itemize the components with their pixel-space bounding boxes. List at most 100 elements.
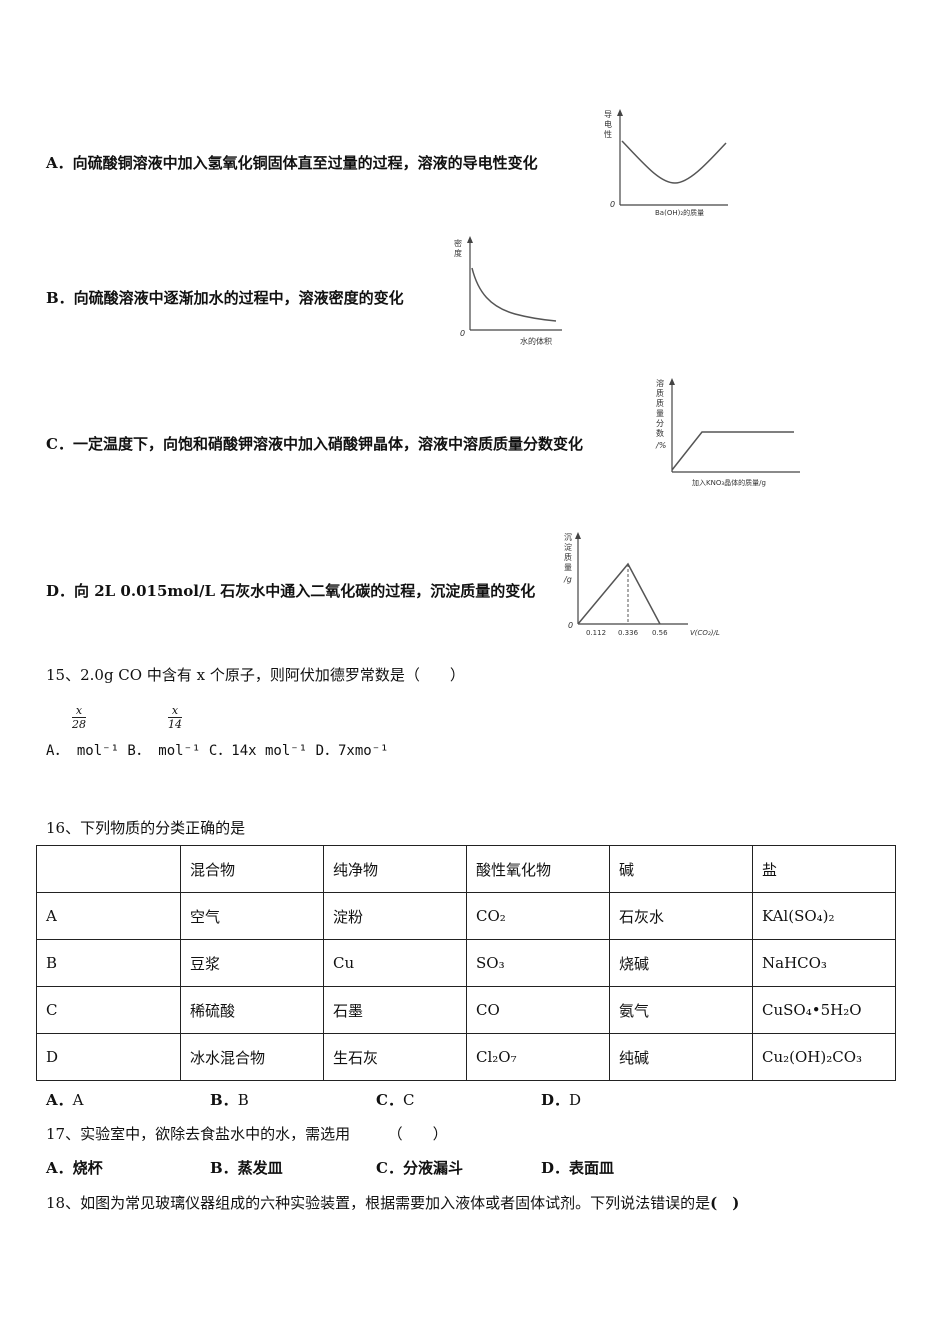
- table-cell: NaHCO₃: [752, 939, 896, 987]
- answer-label: D．: [541, 1091, 570, 1109]
- precipitate-line: [577, 562, 661, 625]
- table-row: B 豆浆 Cu SO₃ 烧碱 NaHCO₃: [36, 939, 896, 987]
- table-cell: SO₃: [466, 939, 610, 987]
- table-cell: 烧碱: [609, 939, 753, 987]
- q17-answer-a: A．烧杯: [46, 1159, 103, 1177]
- q18-stem-text: 18、如图为常见玻璃仪器组成的六种实验装置，根据需要加入液体或者固体试剂。下列说…: [46, 1194, 711, 1212]
- graph-d-ylabel-5: /g: [563, 575, 572, 584]
- graph-d-tick-2: 0.336: [618, 629, 639, 637]
- fraction-a-denominator: 28: [72, 718, 86, 731]
- q17-answer-b: B．蒸发皿: [210, 1159, 283, 1177]
- option-c-text: C．一定温度下，向饱和硝酸钾溶液中加入硝酸钾晶体，溶液中溶质质量分数变化: [46, 435, 583, 453]
- y-axis-arrow: [617, 109, 623, 116]
- y-axis-arrow: [467, 236, 473, 243]
- option-d-text: D．向 2L 0.015mol/L 石灰水中通入二氧化碳的过程，沉淀质量的变化: [46, 582, 536, 600]
- table-header-cell: 混合物: [180, 845, 324, 893]
- density-graph: 密 度 0 水的体积: [454, 236, 562, 346]
- table-cell: 空气: [180, 892, 324, 940]
- table-header-row: 混合物 纯净物 酸性氧化物 碱 盐: [36, 845, 896, 893]
- classification-table: 混合物 纯净物 酸性氧化物 碱 盐 A 空气 淀粉 CO₂ 石灰水 KAl(SO…: [36, 845, 896, 1081]
- table-cell: Cl₂O₇: [466, 1033, 610, 1081]
- table-cell: 氨气: [609, 986, 753, 1034]
- graph-b-origin: 0: [460, 329, 465, 338]
- q16-answer-d: D．D: [541, 1089, 581, 1110]
- table-cell: CO: [466, 986, 610, 1034]
- table-cell: 淀粉: [323, 892, 467, 940]
- graph-d-xlabel: V(CO₂)/L: [690, 629, 720, 637]
- table-cell: 纯碱: [609, 1033, 753, 1081]
- answer-label: A．: [46, 1091, 73, 1109]
- q17-answer-d: D．表面皿: [541, 1159, 615, 1177]
- graph-d-tick-3: 0.56: [652, 629, 668, 637]
- table-cell: 石灰水: [609, 892, 753, 940]
- q15-choices: A． mol⁻¹ B． mol⁻¹ C．14x mol⁻¹ D．7xmo⁻¹: [46, 743, 389, 759]
- graph-d-ylabel-2: 淀: [564, 542, 572, 552]
- table-cell: 豆浆: [180, 939, 324, 987]
- graph-c-ylabel-3: 质: [656, 398, 664, 408]
- table-cell: 冰水混合物: [180, 1033, 324, 1081]
- y-axis-arrow: [669, 378, 675, 385]
- table-cell: 稀硫酸: [180, 986, 324, 1034]
- fraction-a-numerator: x: [72, 704, 86, 718]
- graph-c-ylabel-6: 数: [656, 428, 664, 438]
- graph-b-ylabel-2: 度: [454, 248, 462, 258]
- table-cell: CuSO₄•5H₂O: [752, 986, 896, 1034]
- table-row: D 冰水混合物 生石灰 Cl₂O₇ 纯碱 Cu₂(OH)₂CO₃: [36, 1033, 896, 1081]
- q16-stem: 16、下列物质的分类正确的是: [46, 819, 246, 837]
- graph-d-tick-1: 0.112: [586, 629, 606, 637]
- answer-label: C．: [376, 1091, 403, 1109]
- q16-answer-c: C．C: [376, 1089, 414, 1110]
- graph-b-ylabel-1: 密: [454, 238, 462, 248]
- graph-c-ylabel-4: 量: [656, 409, 664, 418]
- table-row: C 稀硫酸 石墨 CO 氨气 CuSO₄•5H₂O: [36, 986, 896, 1034]
- graph-c-ylabel-1: 溶: [656, 378, 664, 388]
- q18-stem: 18、如图为常见玻璃仪器组成的六种实验装置，根据需要加入液体或者固体试剂。下列说…: [46, 1192, 739, 1213]
- graph-d-origin: 0: [568, 621, 573, 630]
- mass-fraction-line: [671, 431, 794, 471]
- graph-a-ylabel-2: 电: [604, 119, 612, 129]
- table-cell: KAl(SO₄)₂: [752, 892, 896, 940]
- graph-a-ylabel-1: 导: [604, 110, 612, 119]
- fraction-b-denominator: 14: [168, 718, 182, 731]
- table-cell: B: [36, 939, 181, 987]
- graph-d-ylabel-4: 量: [564, 563, 572, 572]
- graph-a-origin: 0: [610, 200, 615, 209]
- table-cell: 石墨: [323, 986, 467, 1034]
- table-cell: 生石灰: [323, 1033, 467, 1081]
- y-axis-arrow: [575, 532, 581, 539]
- q15-fraction-b: x 14: [168, 704, 182, 731]
- conductivity-curve: [621, 140, 727, 184]
- conductivity-graph: 导 电 性 0 Ba(OH)₂的质量: [604, 109, 728, 217]
- q16-answer-a: A．A: [46, 1089, 83, 1110]
- answer-value: D: [569, 1091, 582, 1109]
- graph-c-ylabel-5: 分: [656, 419, 664, 428]
- q18-stem-bracket: ( ): [710, 1194, 740, 1212]
- answer-value: B: [237, 1091, 249, 1109]
- graph-d-ylabel-1: 沉: [564, 533, 572, 542]
- mass-fraction-graph: 溶 质 质 量 分 数 /% 加入KNO₃晶体的质量/g: [655, 378, 800, 487]
- density-curve: [471, 267, 557, 322]
- answer-value: C: [402, 1091, 415, 1109]
- graph-b-xlabel: 水的体积: [520, 336, 552, 346]
- option-b-text: B．向硫酸溶液中逐渐加水的过程中，溶液密度的变化: [46, 289, 404, 307]
- table-cell: D: [36, 1033, 181, 1081]
- q15-stem: 15、2.0g CO 中含有 x 个原子，则阿伏加德罗常数是（ ）: [46, 666, 465, 684]
- table-cell: A: [36, 892, 181, 940]
- q15-fraction-a: x 28: [72, 704, 86, 731]
- table-cell: C: [36, 986, 181, 1034]
- table-cell: Cu: [323, 939, 467, 987]
- table-header-cell: 碱: [609, 845, 753, 893]
- graph-a-ylabel-3: 性: [604, 129, 612, 139]
- table-header-cell: 酸性氧化物: [466, 845, 610, 893]
- table-cell: Cu₂(OH)₂CO₃: [752, 1033, 896, 1081]
- table-header-cell: 盐: [752, 845, 896, 893]
- table-header-cell: [36, 845, 181, 893]
- answer-value: A: [72, 1091, 84, 1109]
- graph-a-xlabel: Ba(OH)₂的质量: [655, 208, 704, 217]
- answer-label: B．: [210, 1091, 238, 1109]
- table-row: A 空气 淀粉 CO₂ 石灰水 KAl(SO₄)₂: [36, 892, 896, 940]
- table-cell: CO₂: [466, 892, 610, 940]
- q17-answer-c: C．分液漏斗: [376, 1159, 463, 1177]
- option-a-text: A．向硫酸铜溶液中加入氢氧化铜固体直至过量的过程，溶液的导电性变化: [46, 154, 538, 172]
- table-header-cell: 纯净物: [323, 845, 467, 893]
